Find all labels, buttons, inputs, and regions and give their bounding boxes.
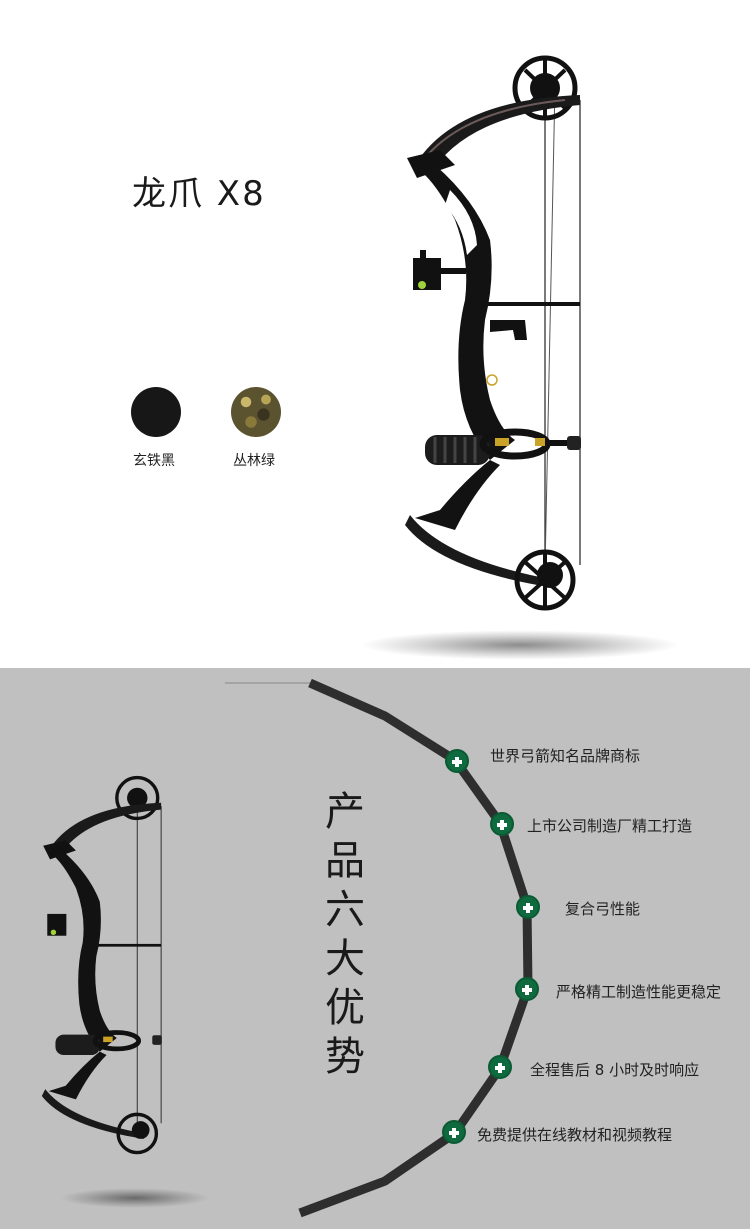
plus-icon: [488, 1055, 512, 1079]
plus-icon: [490, 812, 514, 836]
advantage-item-3: 复合弓性能: [565, 900, 641, 918]
advantage-item-6: 免费提供在线教材和视频教程: [477, 1126, 673, 1144]
color-swatch-camo[interactable]: [231, 387, 281, 437]
advantage-item-5: 全程售后 8 小时及时响应: [530, 1061, 700, 1079]
color-label-black: 玄铁黑: [133, 453, 175, 469]
color-label-camo: 丛林绿: [233, 453, 275, 469]
product-title: 龙爪 X8: [132, 174, 266, 214]
compound-bow-small-image: [41, 775, 162, 1155]
product-hero-section: 龙爪 X8 玄铁黑 丛林绿: [131, 55, 680, 660]
bow-shadow: [360, 630, 680, 660]
small-bow-shadow: [60, 1188, 210, 1208]
plus-icon: [516, 895, 540, 919]
color-swatch-black[interactable]: [131, 387, 181, 437]
plus-icon: [442, 1120, 466, 1144]
compound-bow-image: [405, 55, 581, 611]
plus-icon: [515, 977, 539, 1001]
advantages-section: 产 品 六 大 优 势 世界弓箭知名品牌商标 上市公司制造厂精工打造 复合弓性能…: [0, 668, 750, 1229]
advantage-item-1: 世界弓箭知名品牌商标: [490, 747, 641, 765]
advantages-arc: [225, 678, 533, 1218]
advantages-heading: 产 品 六 大 优 势: [325, 789, 365, 1080]
advantage-item-4: 严格精工制造性能更稳定: [556, 983, 722, 1001]
plus-icon: [445, 749, 469, 773]
advantage-item-2: 上市公司制造厂精工打造: [527, 817, 693, 835]
